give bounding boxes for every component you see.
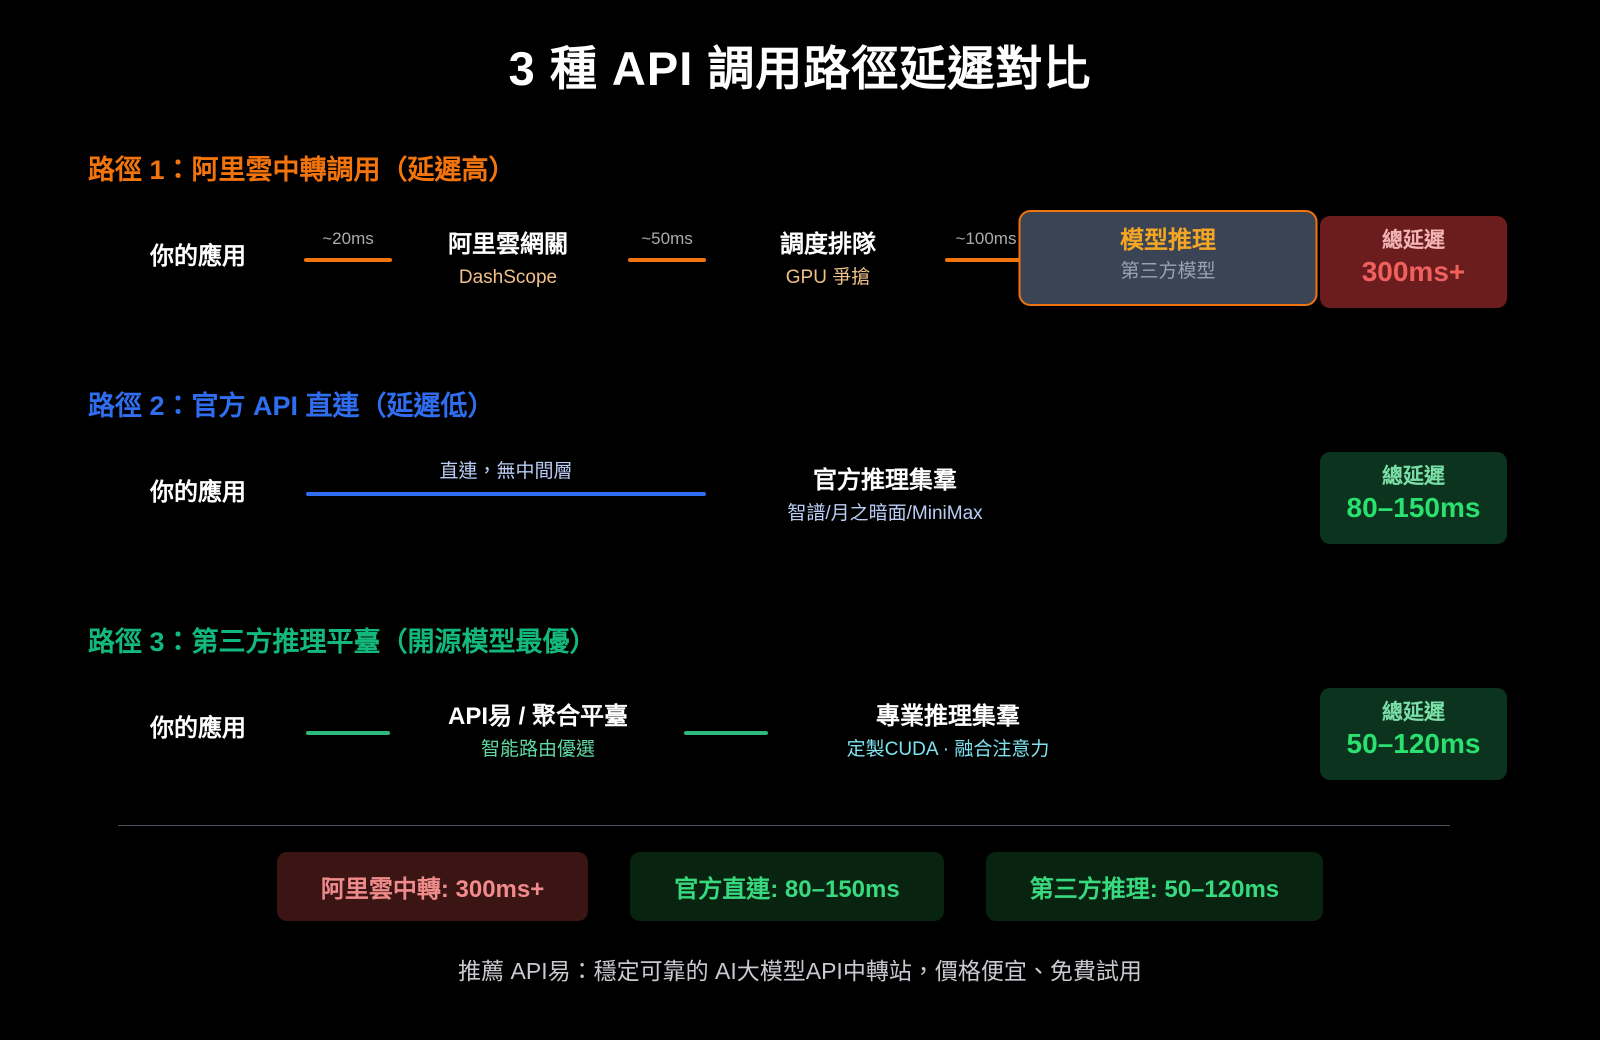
badge-label: 總延遲 bbox=[1382, 701, 1445, 724]
path-section-2: 路徑 2：官方 API 直連（延遲低） 你的應用 直連，無中間層 官方推理集羣 … bbox=[0, 384, 1600, 554]
path-1-node-your-app: 你的應用 bbox=[150, 243, 246, 271]
path-1-heading: 路徑 1：阿里雲中轉調用（延遲高） bbox=[88, 155, 516, 185]
connector-line bbox=[306, 492, 706, 496]
node-subtitle: 智能路由優選 bbox=[480, 738, 596, 760]
node-title: 調度排隊 bbox=[780, 231, 876, 258]
path-2-total-latency-badge: 總延遲 80–150ms bbox=[1320, 452, 1507, 544]
connector-label: ~50ms bbox=[641, 229, 693, 248]
badge-value: 80–150ms bbox=[1346, 492, 1481, 524]
path-2-connector-1: 直連，無中間層 bbox=[306, 462, 706, 496]
node-subtitle: GPU 爭搶 bbox=[785, 266, 871, 288]
node-subtitle: DashScope bbox=[458, 266, 558, 288]
connector-line bbox=[304, 258, 392, 262]
badge-value: 50–120ms bbox=[1346, 728, 1481, 760]
path-1-connector-1: ~20ms bbox=[304, 230, 392, 262]
path-1-connector-2: ~50ms bbox=[628, 230, 706, 262]
path-1-node-scheduling-queue: 調度排隊 GPU 爭搶 bbox=[780, 231, 876, 292]
node-subtitle: 智譜/月之暗面/MiniMax bbox=[787, 502, 983, 524]
path-3-row: 你的應用 API易 / 聚合平臺 智能路由優選 專業推理集羣 定製CUDA · … bbox=[0, 678, 1600, 788]
path-3-connector-1 bbox=[306, 720, 390, 735]
path-2-heading: 路徑 2：官方 API 直連（延遲低） bbox=[88, 391, 495, 421]
path-1-row: 你的應用 ~20ms 阿里雲網關 DashScope ~50ms 調度排隊 GP… bbox=[0, 206, 1600, 316]
badge-label: 總延遲 bbox=[1382, 465, 1445, 488]
path-3-node-professional-cluster: 專業推理集羣 定製CUDA · 融合注意力 bbox=[846, 703, 1050, 764]
summary-chip-row: 阿里雲中轉: 300ms+ 官方直連: 80–150ms 第三方推理: 50–1… bbox=[0, 852, 1600, 921]
node-title: 官方推理集羣 bbox=[812, 467, 957, 494]
node-title: 你的應用 bbox=[150, 715, 246, 742]
path-1-node-aliyun-gateway: 阿里雲網關 DashScope bbox=[448, 231, 568, 292]
path-3-total-latency-badge: 總延遲 50–120ms bbox=[1320, 688, 1507, 780]
section-divider bbox=[118, 825, 1450, 826]
node-subtitle: 第三方模型 bbox=[1120, 260, 1216, 282]
summary-chip-aliyun: 阿里雲中轉: 300ms+ bbox=[276, 852, 589, 921]
connector-line bbox=[628, 258, 706, 262]
node-subtitle: 定製CUDA · 融合注意力 bbox=[846, 738, 1050, 760]
summary-chip-official: 官方直連: 80–150ms bbox=[630, 852, 944, 921]
path-1-connector-3: ~100ms bbox=[945, 230, 1027, 262]
path-3-node-apiyi-platform: API易 / 聚合平臺 智能路由優選 bbox=[447, 703, 629, 764]
badge-value: 300ms+ bbox=[1361, 256, 1466, 288]
summary-chip-thirdparty: 第三方推理: 50–120ms bbox=[985, 852, 1324, 921]
node-title: API易 / 聚合平臺 bbox=[447, 703, 629, 730]
path-1-node-model-inference: 模型推理 第三方模型 bbox=[1018, 210, 1318, 307]
connector-line bbox=[306, 731, 390, 735]
path-3-node-your-app: 你的應用 bbox=[150, 715, 246, 743]
path-2-row: 你的應用 直連，無中間層 官方推理集羣 智譜/月之暗面/MiniMax 總延遲 … bbox=[0, 442, 1600, 552]
path-3-heading: 路徑 3：第三方推理平臺（開源模型最優） bbox=[88, 627, 597, 657]
page-title: 3 種 API 調用路徑延遲對比 bbox=[508, 42, 1092, 95]
node-title: 你的應用 bbox=[150, 243, 246, 270]
node-title: 模型推理 bbox=[1120, 227, 1216, 254]
footer-note: 推薦 API易：穩定可靠的 AI大模型API中轉站，價格便宜、免費試用 bbox=[458, 958, 1142, 984]
badge-label: 總延遲 bbox=[1382, 229, 1445, 252]
path-section-3: 路徑 3：第三方推理平臺（開源模型最優） 你的應用 API易 / 聚合平臺 智能… bbox=[0, 620, 1600, 790]
path-2-node-official-cluster: 官方推理集羣 智譜/月之暗面/MiniMax bbox=[787, 467, 983, 528]
connector-label: ~20ms bbox=[322, 229, 374, 248]
node-title: 你的應用 bbox=[150, 479, 246, 506]
path-section-1: 路徑 1：阿里雲中轉調用（延遲高） 你的應用 ~20ms 阿里雲網關 DashS… bbox=[0, 148, 1600, 318]
path-3-connector-2 bbox=[684, 720, 768, 735]
connector-label: ~100ms bbox=[955, 229, 1017, 248]
connector-line bbox=[684, 731, 768, 735]
path-2-node-your-app: 你的應用 bbox=[150, 479, 246, 507]
path-1-total-latency-badge: 總延遲 300ms+ bbox=[1320, 216, 1507, 308]
connector-line bbox=[945, 258, 1027, 262]
connector-label: 直連，無中間層 bbox=[439, 461, 573, 482]
node-title: 阿里雲網關 bbox=[448, 231, 568, 258]
node-title: 專業推理集羣 bbox=[876, 703, 1020, 730]
